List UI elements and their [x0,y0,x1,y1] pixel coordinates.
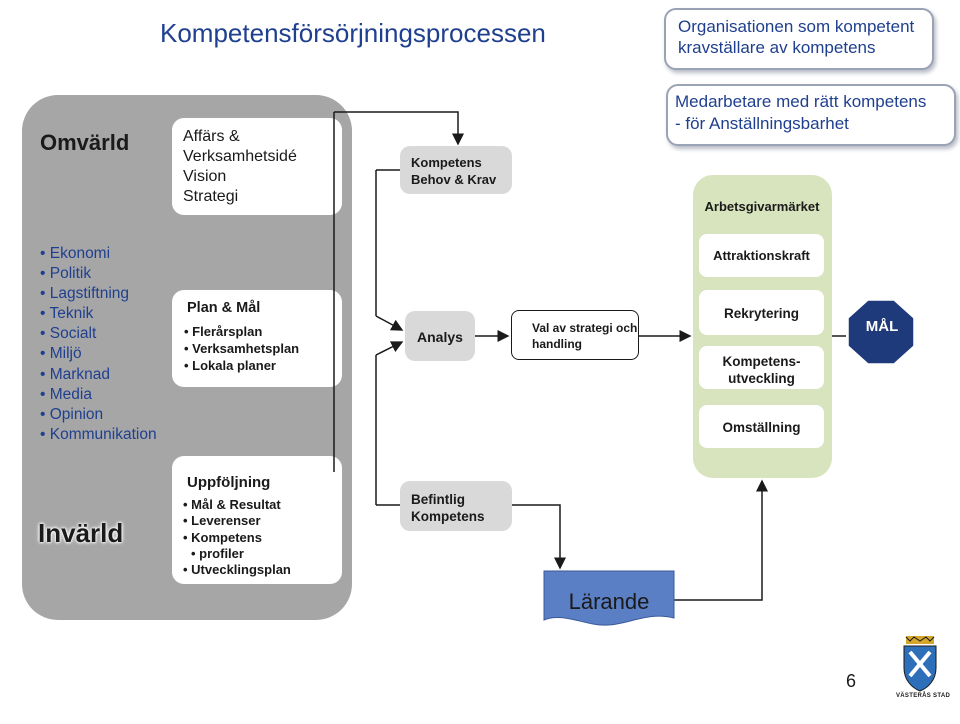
list-item: Lagstiftning [40,284,157,304]
page-number: 6 [846,671,857,691]
analys-label: Analys [417,329,463,345]
befintlig-box-text: Befintlig Kompetens [411,492,485,525]
list-item: Media [40,385,157,405]
val-line: Val av strategi och [532,321,638,335]
list-item-continuation-text: profiler [199,545,244,561]
invarld-text: Invärld [38,518,124,548]
larande-shape [543,570,675,626]
list-item: Politik [40,264,157,284]
befintlig-box [400,481,512,531]
list-item: Socialt [40,324,157,344]
arrow-befintlig-to-larande [512,504,566,570]
external-factors-list: Ekonomi Politik Lagstiftning Teknik Soci… [40,244,157,445]
affars-box-text: Affärs & Verksamhetsidé Vision Strategi [183,127,297,207]
crest-shield [903,645,937,692]
kompetensutveckling-box [699,346,824,389]
list-item-continuation: profiler [183,546,291,562]
list-item: Mål & Resultat [183,497,291,513]
vasteras-crest-icon [903,636,937,692]
kompetensutveckling-label: Kompetens- utveckling [699,353,824,387]
val-line: handling [532,337,582,351]
list-item: Ekonomi [40,244,157,264]
larande-label: Lärande [568,589,650,614]
list-item: Leverenser [183,513,291,529]
rekrytering-box [699,290,824,335]
affars-line: Strategi [183,188,239,205]
plan-box-title: Plan & Mål [187,300,261,316]
crest-cross [908,650,932,678]
page-title: Kompetensförsörjningsprocessen [160,18,546,48]
mal-octagon [847,299,915,365]
callout-organisation-text: Organisationen som kompetent kravställar… [678,16,914,58]
callout-line: kravställare av kompetens [678,38,876,57]
invarld-label: Invärld [38,518,123,549]
attraktionskraft-box [699,234,824,277]
list-item: Kommunikation [40,425,157,445]
list-item: Utvecklingsplan [183,562,291,578]
callout-line: Medarbetare med rätt kompetens [675,92,927,111]
larande-document-icon [543,570,675,626]
kompetensutveckling-line: utveckling [728,371,795,386]
arrow-to-kompetens [334,111,464,146]
befintlig-line: Kompetens [411,508,485,524]
list-item: Opinion [40,405,157,425]
callout-medarbetare [666,84,956,146]
list-item: Teknik [40,304,157,324]
callout-medarbetare-text: Medarbetare med rätt kompetens - för Ans… [675,91,926,135]
omvarld-label: Omvärld [40,130,130,155]
employer-brand-title: Arbetsgivarmärket [704,199,820,214]
kompetens-box-text: Kompetens Behov & Krav [411,154,496,188]
befintlig-line: Befintlig [411,492,465,507]
uppfoljning-title: Uppföljning [187,474,271,491]
kompetens-box [400,146,512,194]
affars-line: Vision [183,168,227,185]
val-box-text: Val av strategi och handling [532,320,637,352]
mal-label: MÅL [865,318,899,335]
mal-octagon-shape [847,299,915,365]
affars-line: Affärs & [183,128,240,145]
attraktionskraft-label: Attraktionskraft [713,248,810,263]
uppfoljning-list: Mål & Resultat Leverenser Kompetens prof… [183,497,291,578]
val-box [511,310,639,360]
plan-box-list: Flerårsplan Verksamhetsplan Lokala plane… [184,323,299,374]
kompetens-line: Behov & Krav [411,172,497,187]
crest-caption: VÄSTERÅS STAD [896,693,951,699]
omstallning-label: Omställning [722,420,801,435]
list-item: Kompetens [183,530,291,546]
callout-line: Organisationen som kompetent [678,17,915,36]
rekrytering-label: Rekrytering [723,306,800,321]
list-item: Miljö [40,344,157,364]
arrow-needs-to-analys [375,315,404,331]
kompetensutveckling-line: Kompetens- [722,354,801,369]
arrow-larande-to-green [673,479,768,601]
omstallning-box [699,405,824,448]
arrow-existing-to-analys [375,341,404,356]
callout-organisation [664,8,934,70]
callout-line: - för Anställningsbarhet [675,114,849,133]
list-item: Marknad [40,365,157,385]
list-item: Flerårsplan [184,323,299,340]
crest-crown [906,636,934,644]
list-item: Verksamhetsplan [184,340,299,357]
affars-box [172,118,342,215]
affars-line: Verksamhetsidé [183,148,297,165]
kompetens-line: Kompetens [411,155,482,170]
analys-box [405,311,475,361]
list-item: Lokala planer [184,357,299,374]
